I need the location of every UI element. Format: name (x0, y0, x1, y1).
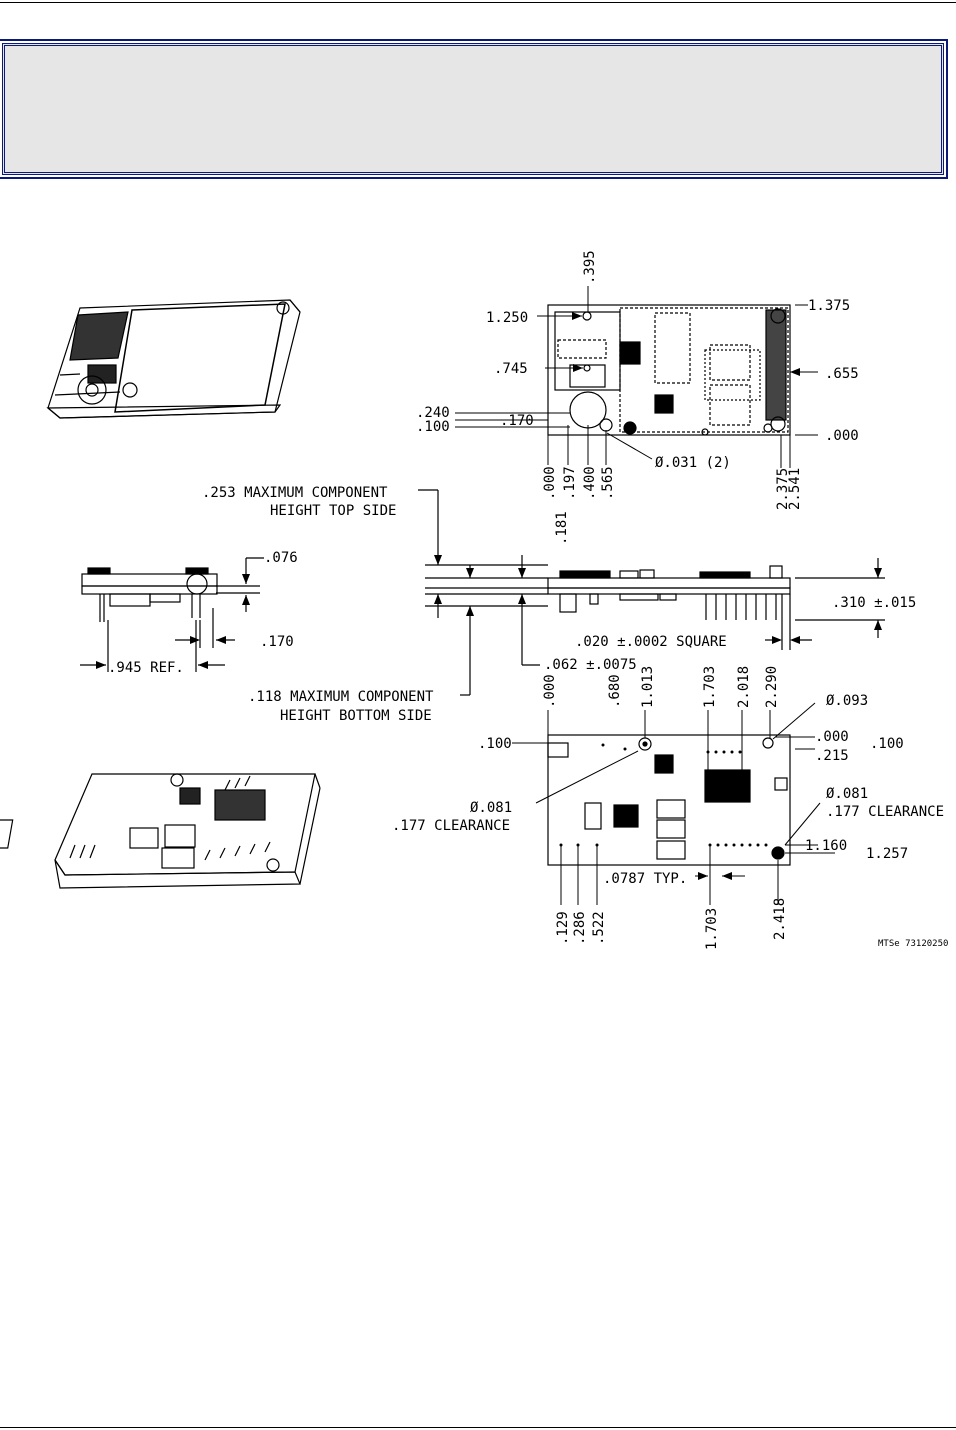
dim-181: .181 (554, 511, 570, 545)
dim-020: .020 ±.0002 SQUARE (575, 634, 727, 650)
dim-170-side: .170 (260, 634, 294, 650)
max-top-line1: .253 MAXIMUM COMPONENT (202, 485, 388, 501)
right-side-view (418, 489, 885, 696)
drawing-id: MTSe 73120250 (878, 939, 948, 949)
header-banner (0, 39, 948, 179)
dim-dia081-left: Ø.081 (470, 800, 512, 816)
dim-1703-top: 1.703 (702, 666, 718, 708)
header-rule (0, 2, 956, 3)
dim-565: .565 (600, 466, 616, 500)
dim-100-top: .100 (416, 419, 450, 435)
top-view-dimensions (455, 286, 818, 468)
max-bottom-line1: .118 MAXIMUM COMPONENT (248, 689, 434, 705)
dim-170-top: .170 (500, 413, 534, 429)
mechanical-drawing: .395 1.250 1.375 .745 .655 .240 .170 .10… (0, 250, 948, 950)
dim-400: .400 (582, 466, 598, 500)
dim-1703-bottom: 1.703 (704, 908, 720, 950)
bottom-view-dimensions (512, 702, 835, 905)
left-side-view (80, 557, 264, 672)
dim-197: .197 (562, 466, 578, 500)
dim-dia093: Ø.093 (826, 693, 868, 709)
dim-dia081-right: Ø.081 (826, 786, 868, 802)
iso-bottom-view (0, 773, 321, 889)
dim-215: .215 (815, 748, 849, 764)
dim-1257: 1.257 (866, 846, 908, 862)
dim-522: .522 (591, 911, 607, 945)
dim-dia031: Ø.031 (2) (655, 455, 731, 471)
dim-286: .286 (572, 911, 588, 945)
pin-rows (559, 743, 768, 847)
dim-100-left: .100 (478, 736, 512, 752)
dim-0787: .0787 TYP. (603, 871, 687, 887)
footer-rule (0, 1427, 956, 1428)
dim-1375: 1.375 (808, 298, 850, 314)
dim-000-bv-right: .000 (815, 729, 849, 745)
dim-1013: 1.013 (640, 666, 656, 708)
dim-100-right: .100 (870, 736, 904, 752)
dim-680: .680 (607, 674, 623, 708)
clearance-left: .177 CLEARANCE (392, 818, 510, 834)
dim-310: .310 ±.015 (832, 595, 916, 611)
dim-2375: 2.375 (775, 468, 791, 510)
dim-395: .395 (582, 250, 598, 284)
max-top-line2: HEIGHT TOP SIDE (270, 503, 396, 519)
dim-129: .129 (555, 911, 571, 945)
dim-655: .655 (825, 366, 859, 382)
dim-000-right: .000 (825, 428, 859, 444)
dim-240: .240 (416, 405, 450, 421)
top-view (547, 304, 791, 436)
dim-945: .945 REF. (108, 660, 184, 676)
dim-745: .745 (494, 361, 528, 377)
dim-2418: 2.418 (772, 898, 788, 940)
dim-2541: 2.541 (787, 468, 803, 510)
clearance-right: .177 CLEARANCE (826, 804, 944, 820)
dim-1250: 1.250 (486, 310, 528, 326)
dim-000-top: .000 (542, 674, 558, 708)
bottom-view (547, 734, 791, 866)
max-bottom-line2: HEIGHT BOTTOM SIDE (280, 708, 432, 724)
iso-top-view (46, 299, 301, 419)
dim-062: .062 ±.0075 (544, 657, 637, 673)
dim-2018: 2.018 (736, 666, 752, 708)
dim-076: .076 (264, 550, 298, 566)
arrowheads (96, 312, 882, 880)
dim-000-bottom: .000 (542, 466, 558, 500)
dim-2290: 2.290 (764, 666, 780, 708)
dim-1160: 1.160 (805, 838, 847, 854)
